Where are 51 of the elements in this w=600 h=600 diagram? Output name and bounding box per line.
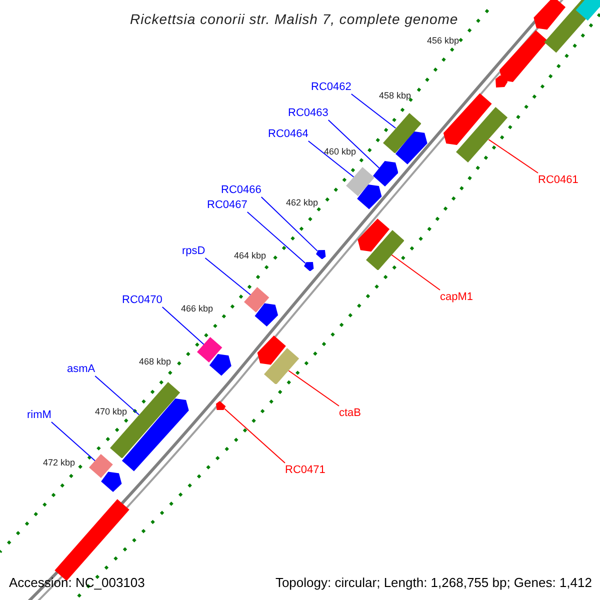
leader-line [162,306,205,346]
gene-block [110,382,180,458]
gene-block [456,107,508,163]
gene-label: RC0467 [207,198,248,212]
genome-stats-text: Topology: circular; Length: 1,268,755 bp; Genes: 1,412 [275,574,592,592]
gene-block [382,112,422,154]
gene-block [366,230,404,270]
gene-block [264,348,300,384]
gene-block [89,454,113,478]
gene-label: rimM [27,408,52,422]
gene-block [304,262,314,271]
leader-line [391,254,440,290]
gene-label: RC0461 [538,173,578,187]
leader-line [246,212,306,264]
gene-block [316,250,326,259]
leader-line [328,120,380,168]
gene-block [346,167,374,197]
gene-label: rpsD [182,244,206,258]
tick-label: 462 kbp [286,198,318,208]
gene-block [216,400,226,410]
gene-label: RC0470 [122,293,162,307]
tick-label: 468 kbp [138,356,172,368]
gene-label: capM1 [440,290,474,304]
gene-label: ctaB [339,406,362,420]
leader-line [260,196,318,252]
gene-block [372,161,398,187]
leader-line [224,408,286,464]
tick-label: 466 kbp [180,304,214,314]
gene-block [244,287,270,313]
leader-line [94,376,140,416]
tick-label: 470 kbp [94,406,128,418]
gene-label: RC0471 [285,463,326,477]
tick-label: 472 kbp [42,458,76,468]
gene-block [197,337,223,363]
leader-line [350,94,396,129]
tick-label: 456 kbp [426,36,460,46]
gene-label: asmA [67,362,96,376]
gene-label: RC0466 [221,183,262,197]
accession-text: Accession: NC_003103 [9,574,145,592]
tick-label: 458 kbp [378,90,412,102]
gene-label: RC0464 [268,127,308,141]
gene-label: RC0462 [311,80,352,94]
leader-line [308,140,354,178]
gene-label: RC0463 [288,106,328,120]
leader-line [50,422,96,462]
leader-line [204,258,252,296]
leader-line [288,370,340,406]
leader-line [488,139,538,174]
tick-label: 464 kbp [234,250,266,262]
title: Rickettsia conorii str. Malish 7, complete genome [130,10,458,29]
tick-label: 460 kbp [324,146,356,158]
